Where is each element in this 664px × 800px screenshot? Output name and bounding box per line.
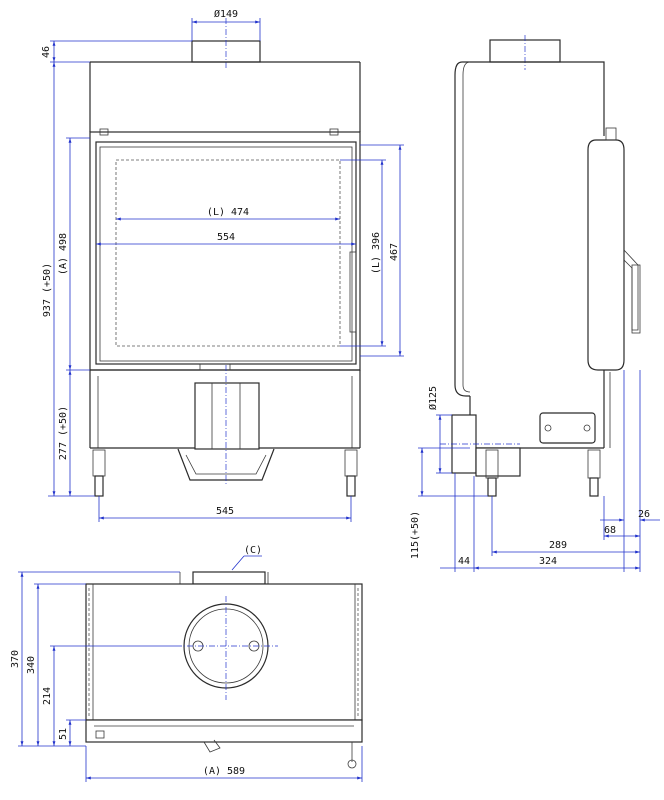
air-duct [194, 382, 260, 450]
side-view: Ø125 115(+50) 44 324 289 68 26 [410, 35, 660, 572]
depth-214-label: 214 [42, 687, 53, 705]
door-handle [349, 251, 357, 333]
opening-width-label: 554 [217, 232, 235, 243]
depth-51-label: 51 [58, 728, 69, 740]
front-view: Ø149 46 937 (+50) (A) 498 277 (+50) (L) … [41, 8, 404, 522]
top-offset-label: 46 [41, 46, 52, 58]
door-frame [89, 131, 361, 371]
offset-26-label: 26 [638, 509, 650, 520]
glass-height-a-label: (A) 498 [58, 233, 69, 275]
outlet-label: (C) [244, 545, 262, 556]
air-inlet-diameter-label: Ø125 [427, 386, 439, 410]
visible-glass [115, 159, 341, 347]
glass-width-l-label: (L) 474 [207, 207, 249, 218]
depth-340-label: 340 [26, 656, 37, 674]
top-body [85, 583, 363, 721]
depth-370-label: 370 [10, 650, 21, 668]
depth-324-label: 324 [539, 556, 557, 567]
side-plate [539, 412, 596, 444]
base-height-label: 277 (+50) [58, 406, 69, 460]
offset-68-label: 68 [604, 525, 616, 536]
flue-diameter-label: Ø149 [214, 8, 238, 20]
glass-height-l-label: (L) 396 [371, 232, 382, 274]
top-outlet-collar [192, 571, 266, 585]
side-door-profile [587, 139, 625, 371]
offset-left-label: 44 [458, 556, 470, 567]
base-width-label: 545 [216, 506, 234, 517]
leg-adjust-label: 115(+50) [410, 511, 421, 559]
top-view: (C) 370 340 214 51 (A) 589 [10, 545, 363, 782]
top-front-strip [85, 719, 363, 743]
total-height-label: 937 (+50) [42, 263, 53, 317]
width-a-label: (A) 589 [203, 766, 245, 777]
depth-289-label: 289 [549, 540, 567, 551]
door-height-label: 467 [389, 243, 400, 261]
